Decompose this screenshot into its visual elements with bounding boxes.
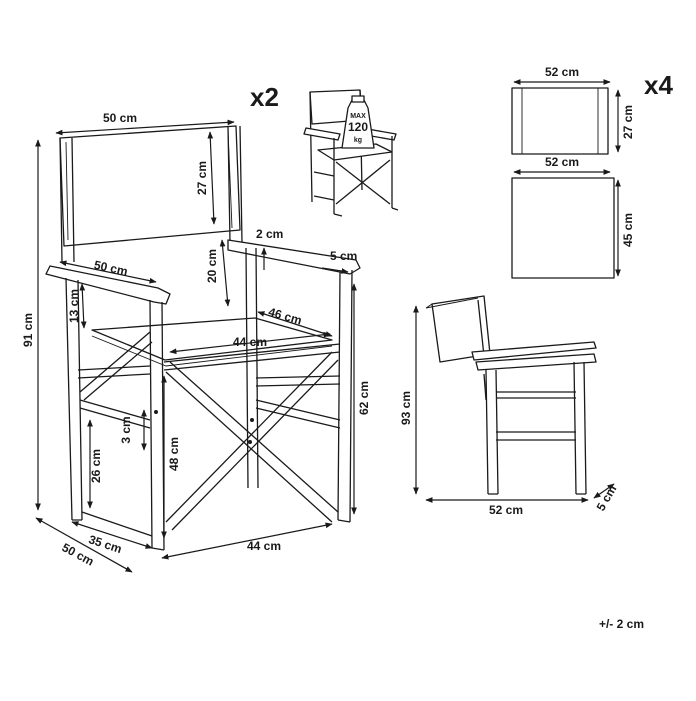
dim-folded-depth: 5 cm bbox=[594, 483, 620, 514]
dim-base-width: 44 cm bbox=[247, 539, 281, 553]
side-view-illustration bbox=[425, 295, 597, 495]
cushion-quantity-label: x4 bbox=[644, 70, 673, 100]
dim-armrest-thickness: 2 cm bbox=[256, 227, 283, 241]
dim-back-cushion-height: 27 cm bbox=[621, 105, 635, 139]
back-cushion bbox=[511, 87, 609, 155]
dim-seat-height: 62 cm bbox=[357, 381, 371, 415]
dim-seat-cushion-height: 45 cm bbox=[621, 213, 635, 247]
seat-cushion bbox=[511, 177, 615, 279]
dim-back-cushion-width: 52 cm bbox=[545, 65, 579, 79]
dim-seat-back-height: 27 cm bbox=[195, 161, 209, 195]
badge-weight-unit: kg bbox=[354, 137, 362, 144]
dim-overall-height: 91 cm bbox=[21, 313, 35, 347]
main-chair-dimensions bbox=[35, 119, 357, 573]
dim-seat-back-width: 50 cm bbox=[103, 111, 137, 125]
dim-seat-cushion-width: 52 cm bbox=[545, 155, 579, 169]
dim-armrest-height: 20 cm bbox=[205, 249, 219, 283]
main-quantity-label: x2 bbox=[250, 82, 279, 112]
tolerance-note: +/- 2 cm bbox=[599, 617, 644, 631]
dim-folded-width: 52 cm bbox=[489, 503, 523, 517]
load-capacity-badge: MAX 120 kg bbox=[341, 95, 375, 149]
badge-max-label: MAX bbox=[350, 113, 366, 120]
dim-base-depth: 35 cm bbox=[87, 532, 124, 556]
dim-armrest-side-gap: 13 cm bbox=[67, 289, 81, 323]
dim-leg-gap: 3 cm bbox=[119, 416, 133, 443]
badge-weight-value: 120 bbox=[348, 120, 368, 134]
dim-armrest-length: 50 cm bbox=[93, 258, 129, 279]
dim-cross-height: 48 cm bbox=[167, 437, 181, 471]
dim-stretcher-height: 26 cm bbox=[89, 449, 103, 483]
dim-seat-width-top: 44 cm bbox=[233, 335, 267, 349]
cushion-dimensions: x4 52 cm 27 cm 52 cm 45 cm bbox=[513, 65, 673, 277]
dim-folded-height: 93 cm bbox=[399, 391, 413, 425]
chair-back-canvas bbox=[59, 125, 241, 247]
cushion-illustrations bbox=[511, 87, 615, 279]
dim-armrest-width: 5 cm bbox=[330, 249, 357, 263]
